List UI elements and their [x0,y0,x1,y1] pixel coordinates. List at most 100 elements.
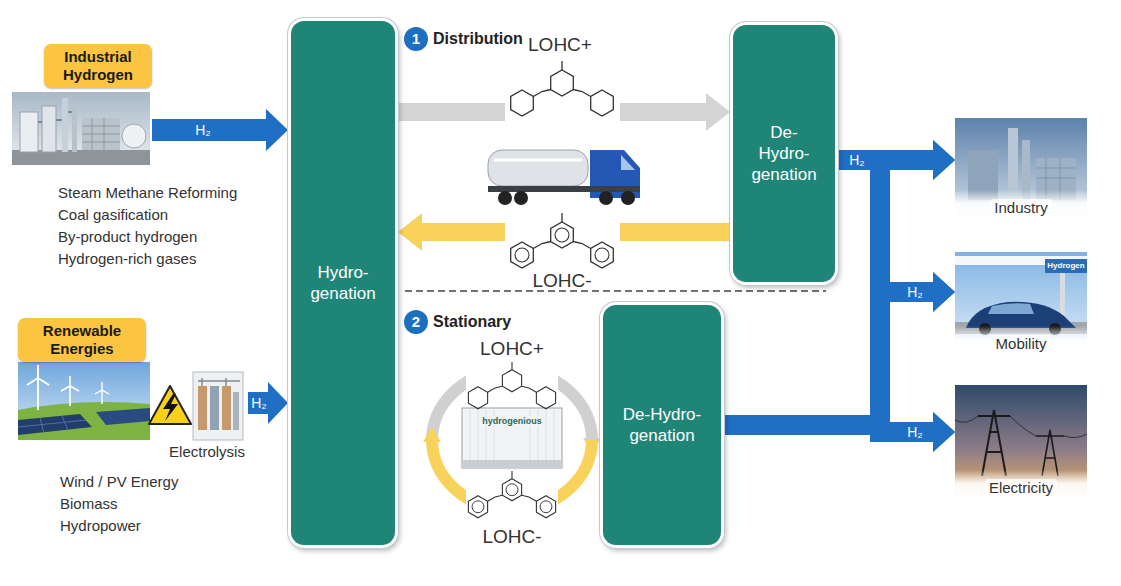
list-item: Biomass [60,495,118,512]
unloaded-carrier-molecule [466,470,558,520]
renewables-photo [96,408,150,425]
flow-label: H₂ [249,395,269,411]
industrial-plant-photo [122,124,146,148]
electrolyser-photo [210,386,219,430]
mobility-photo [1045,259,1087,273]
industrial-plant-photo [12,92,150,165]
electrolyser-photo [193,372,243,440]
unloaded-carrier-molecule [468,471,555,518]
loaded-carrier-molecule [466,359,558,409]
electrolyser-photo [222,386,231,430]
industrial-plant-photo [62,98,68,152]
industrial-plant-photo [42,106,56,152]
loaded-carrier-molecule [511,61,614,116]
use-case-label: Mobility [992,335,1051,353]
renewables-photo [18,414,92,435]
list-item: Steam Methane Reforming [58,184,237,201]
electricity-photo [1036,430,1064,476]
loaded-carrier-molecule [505,58,620,124]
storage-container-picture [470,410,554,466]
list-item: Coal gasification [58,206,168,223]
industrial-plant-photo [82,118,120,150]
process-box: De-Hydro- genation [600,302,724,548]
electrolyser-photo [198,378,240,386]
list-item: Wind / PV Energy [60,473,178,490]
loaded-carrier-molecule [505,58,620,124]
source-heading: Industrial Hydrogen [44,44,152,88]
electrolyser-photo [233,392,239,430]
mobility-photo [988,303,1034,314]
truck-picture [488,186,640,192]
electricity-photo [978,410,1010,476]
callout-number: 1 [404,27,428,51]
industrial-plant-photo [82,118,120,150]
electrolyser-photo [198,386,207,430]
industry-photo [955,118,1087,220]
truck-picture [494,159,582,162]
electricity-photo [955,470,1087,500]
section-divider [405,290,826,291]
storage-cycle-arrows [423,427,441,442]
carrier-label: LOHC+ [480,338,544,360]
industrial-plant-photo [20,112,38,152]
truck-picture [514,191,528,205]
carrier-label: LOHC- [482,526,541,548]
source-heading: Renewable Energies [18,318,146,362]
flow-label: H₂ [193,122,213,138]
logo-text: hydrogenious [481,416,543,426]
truck-picture [488,150,588,186]
storage-container-picture [462,408,562,468]
use-case-label: Industry [990,199,1051,217]
process-label: De- Hydro- genation [751,122,816,186]
unloaded-carrier-molecule [511,213,614,268]
loaded-carrier-molecule [468,362,555,409]
renewables-photo [27,365,49,410]
renewables-photo [18,362,150,440]
electricity-photo [955,416,1087,438]
electricity-warning-sign [163,394,178,421]
list-item: By-product hydrogen [58,228,197,245]
flow-label: H₂ [905,424,925,440]
industrial-plant-photo [12,92,150,165]
use-case-label: Electricity [985,479,1057,497]
source-group: Renewable Energies [18,318,248,443]
flow-arrow [152,119,266,141]
storage-container-picture [462,408,562,468]
renewables-photo [18,362,150,440]
section-title: Stationary [433,313,511,331]
flow-label: H₂ [847,152,867,168]
carrier-label: LOHC- [532,270,591,292]
electricity-warning-sign [149,386,191,424]
truck-picture [498,191,512,205]
list-item: Hydropower [60,517,141,534]
source-group: Industrial Hydrogen [12,44,152,166]
unloaded-carrier-molecule [505,211,620,269]
truck-picture [621,155,635,170]
process-box: Hydro- genation [288,18,398,548]
storage-container-picture [462,460,562,468]
electricity-photo [955,385,1087,500]
section-title: Distribution [433,30,523,48]
image-caption: Electrolysis [169,443,245,460]
use-case-box: Electricity [955,385,1087,500]
flow-label: H₂ [905,284,925,300]
list-item: Hydrogen-rich gases [58,250,196,267]
electricity-warning-sign [149,386,191,424]
mobility-photo [955,252,1087,356]
industry-photo [1008,128,1018,200]
unloaded-carrier-molecule [466,470,558,520]
electricity-photo [955,385,1087,500]
truck-picture [488,150,640,205]
industrial-plant-photo [72,104,77,152]
carrier-label: LOHC+ [528,34,592,56]
truck-picture [621,191,635,205]
renewables-photo [61,376,79,406]
mobility-photo [955,252,1087,356]
industrial-plant-photo [38,112,72,122]
industry-photo [955,118,1087,220]
section-divider [405,291,826,292]
process-label: De-Hydro- genation [603,404,721,447]
